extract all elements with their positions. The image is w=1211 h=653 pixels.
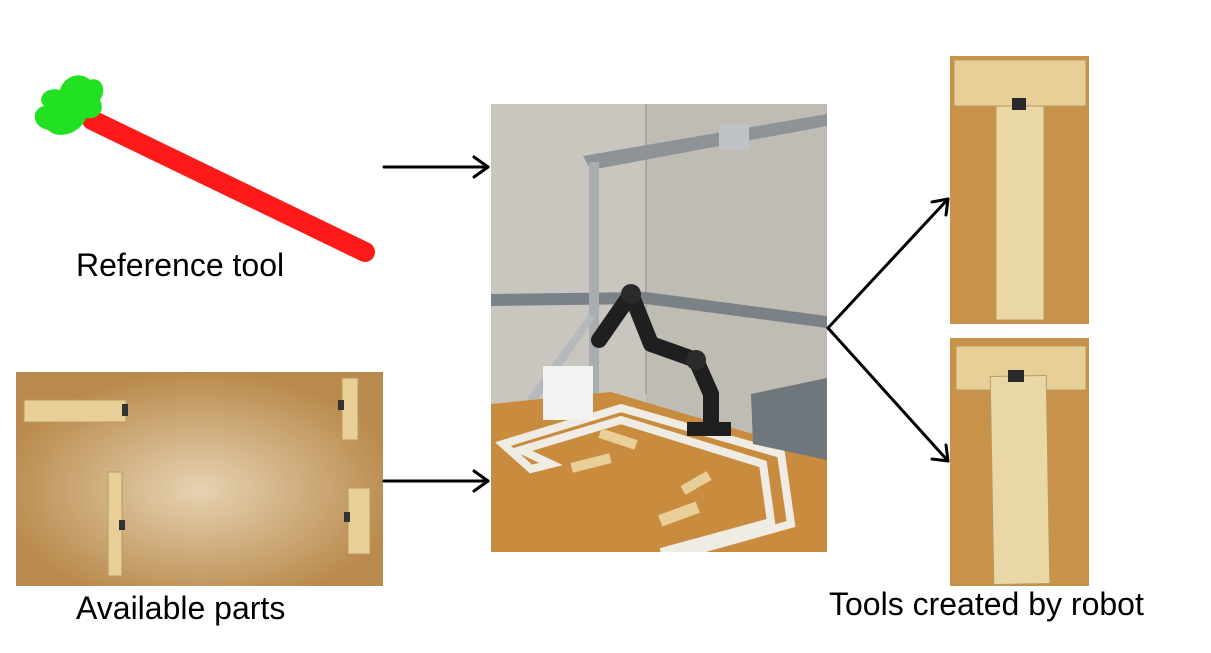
reference-tool-label: Reference tool — [76, 247, 285, 283]
reference-tool-drawing — [34, 75, 375, 262]
created-tool-photo-top — [950, 56, 1089, 324]
available-parts-photo — [16, 372, 383, 586]
arrow-robot-to-tool-bottom — [826, 326, 950, 463]
created-tool-photo-bottom — [950, 338, 1089, 586]
robot-photo — [491, 104, 827, 552]
connector — [1012, 98, 1026, 110]
tool-shaft — [995, 105, 1045, 321]
arrow-robot-to-tool-top — [826, 197, 950, 330]
connector — [119, 520, 125, 530]
connector — [1008, 370, 1024, 382]
connector — [122, 404, 128, 416]
connector — [338, 400, 344, 410]
tool-head — [34, 75, 104, 135]
tools-created-label: Tools created by robot — [829, 586, 1144, 622]
arrow-reference-to-robot — [382, 155, 490, 179]
tool-handle — [82, 110, 375, 262]
connector — [344, 512, 350, 522]
available-parts-label: Available parts — [76, 590, 286, 626]
arrow-parts-to-robot — [382, 469, 490, 493]
